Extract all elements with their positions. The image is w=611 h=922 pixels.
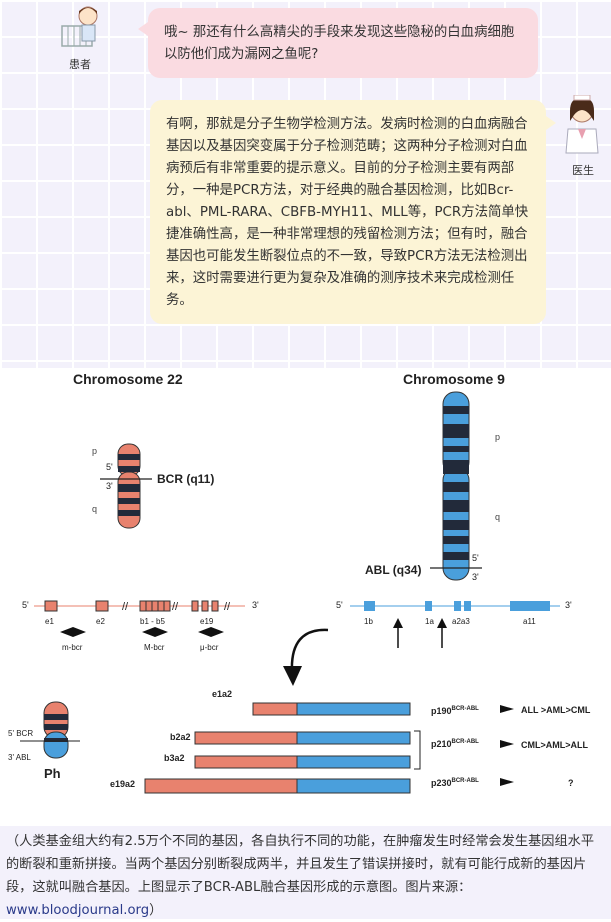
abl-exon-a11 xyxy=(510,601,550,611)
abl-exon-1b xyxy=(364,601,375,611)
ph-abl-label: 3' ABL xyxy=(8,753,31,762)
bcr-exon-e19-group xyxy=(191,600,219,612)
fusion-curved-arrow xyxy=(283,628,329,686)
transcript-label-e19a2: e19a2 xyxy=(110,779,135,789)
p190-arrow xyxy=(500,705,514,713)
patient-icon xyxy=(61,6,98,47)
protein-p190: p190BCR-ABL xyxy=(431,706,479,716)
doctor-label: 医生 xyxy=(572,164,594,177)
m-bcr-marker xyxy=(60,627,86,637)
patient-label: 患者 xyxy=(69,58,91,71)
chr22-p-arm: p xyxy=(92,446,97,456)
bcr-exon-label-e19: e19 xyxy=(200,617,214,626)
M-bcr-label: M-bcr xyxy=(144,643,165,652)
abl-gene-5prime: 5' xyxy=(336,600,343,610)
philadelphia-chromosome xyxy=(20,701,80,759)
abl-label: ABL (q34) xyxy=(365,563,421,577)
protein-p230: p230BCR-ABL xyxy=(431,778,479,788)
abl-exon-a3 xyxy=(464,601,471,611)
bcr-gap-1: // xyxy=(122,601,129,613)
bcr-exon-b1-b5 xyxy=(139,600,171,612)
patient-message: 哦~ 那还有什么高精尖的手段来发现这些隐秘的白血病细胞以防他们成为漏网之鱼呢? xyxy=(164,25,515,62)
ph-bcr-label: 5' BCR xyxy=(8,729,33,738)
abl-breakpoint-arrow-2 xyxy=(437,618,447,648)
abl-exon-label-1b: 1b xyxy=(364,617,373,626)
abl-exon-label-1a: 1a xyxy=(425,617,434,626)
bcr-abl-diagram-svg: Chromosome 22 Chromosome 9 5' 3' BCR (q1… xyxy=(8,371,591,794)
mu-bcr-marker xyxy=(198,627,224,637)
bcr-exon-label-e1: e1 xyxy=(45,617,54,626)
abl-exon-label-a2a3: a2a3 xyxy=(452,617,470,626)
transcript-label-e1a2: e1a2 xyxy=(212,689,232,699)
bcr-abl-diagram: Chromosome 22 Chromosome 9 5' 3' BCR (q1… xyxy=(0,368,611,823)
abl-exon-a2 xyxy=(454,601,461,611)
chr22-5prime: 5' xyxy=(106,462,113,472)
patient-message-bubble: 哦~ 那还有什么高精尖的手段来发现这些隐秘的白血病细胞以防他们成为漏网之鱼呢? xyxy=(138,8,538,78)
source-link[interactable]: www.bloodjournal.org xyxy=(6,903,150,918)
chr22-q-arm: q xyxy=(92,504,97,514)
caption-close: ） xyxy=(149,903,163,918)
chr22-3prime: 3' xyxy=(106,481,113,491)
doctor-message: 有啊，那就是分子生物学检测方法。发病时检测的白血病融合基因以及基因突变属于分子检… xyxy=(166,117,529,308)
transcript-b3a2 xyxy=(194,755,411,769)
doctor-message-bubble: 有啊，那就是分子生物学检测方法。发病时检测的白血病融合基因以及基因突变属于分子检… xyxy=(150,100,556,324)
bcr-gene-5prime: 5' xyxy=(22,600,29,610)
bcr-exon-label-e2: e2 xyxy=(96,617,105,626)
chr9-5prime: 5' xyxy=(472,553,479,563)
chr9-title: Chromosome 9 xyxy=(403,371,505,387)
bcr-gap-2: // xyxy=(172,601,179,613)
chromosome-22 xyxy=(100,443,152,529)
caption-text: （人类基金组大约有2.5万个不同的基因，各自执行不同的功能，在肿瘤发生时经常会发… xyxy=(6,834,595,895)
disease-p210: CML>AML>ALL xyxy=(521,740,588,750)
m-bcr-label: m-bcr xyxy=(62,643,83,652)
bcr-exon-e1 xyxy=(44,600,58,612)
abl-exon-label-a11: a11 xyxy=(523,617,536,626)
bcr-exon-label-b1b5: b1 - b5 xyxy=(140,617,165,626)
abl-gene-3prime: 3' xyxy=(565,600,572,610)
chr9-p-arm: p xyxy=(495,432,500,442)
chr9-q-arm: q xyxy=(495,512,500,522)
transcript-b2a2 xyxy=(194,731,411,745)
p210-bracket xyxy=(414,730,421,770)
bcr-label: BCR (q11) xyxy=(157,472,214,486)
doctor-icon xyxy=(565,94,599,154)
disease-p230: ? xyxy=(568,778,574,788)
transcript-label-b3a2: b3a2 xyxy=(164,753,185,763)
ph-label: Ph xyxy=(44,766,61,781)
transcript-e19a2 xyxy=(144,778,411,794)
doctor-avatar xyxy=(560,94,604,154)
bcr-gap-3: // xyxy=(224,601,231,613)
chr22-title: Chromosome 22 xyxy=(73,371,183,387)
chromosome-9 xyxy=(430,391,482,581)
mu-bcr-label: μ-bcr xyxy=(200,643,219,652)
chr9-3prime: 3' xyxy=(472,572,479,582)
bcr-gene-3prime: 3' xyxy=(252,600,259,610)
protein-p210: p210BCR-ABL xyxy=(431,739,479,749)
disease-p190: ALL >AML>CML xyxy=(521,705,591,715)
p230-arrow xyxy=(500,778,514,786)
patient-avatar xyxy=(60,2,104,50)
transcript-label-b2a2: b2a2 xyxy=(170,732,191,742)
abl-breakpoint-arrow-1 xyxy=(393,618,403,648)
transcript-e1a2 xyxy=(252,702,411,716)
p210-arrow xyxy=(500,740,514,748)
figure-caption: （人类基金组大约有2.5万个不同的基因，各自执行不同的功能，在肿瘤发生时经常会发… xyxy=(0,826,611,919)
abl-exon-1a xyxy=(425,601,432,611)
bcr-exon-e2 xyxy=(95,600,109,612)
M-bcr-marker xyxy=(142,627,168,637)
